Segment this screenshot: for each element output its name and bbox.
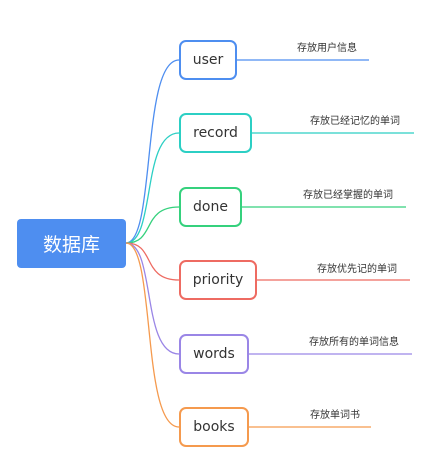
note-done: 存放已经掌握的单词 bbox=[303, 190, 393, 201]
node-priority[interactable]: priority bbox=[179, 260, 257, 300]
node-label: done bbox=[193, 199, 228, 215]
connector-priority bbox=[125, 242, 180, 281]
connector-user bbox=[125, 59, 180, 244]
node-user[interactable]: user bbox=[179, 40, 237, 80]
connector-books bbox=[125, 242, 180, 428]
node-words[interactable]: words bbox=[179, 334, 249, 374]
note-user: 存放用户信息 bbox=[297, 43, 357, 54]
note-record: 存放已经记忆的单词 bbox=[310, 116, 400, 127]
connector-words bbox=[125, 242, 180, 355]
node-label: record bbox=[193, 125, 238, 141]
note-books: 存放单词书 bbox=[310, 410, 360, 421]
connector-done bbox=[125, 206, 180, 244]
root-node[interactable]: 数据库 bbox=[17, 219, 126, 268]
node-record[interactable]: record bbox=[179, 113, 252, 153]
node-label: books bbox=[193, 419, 235, 435]
note-words: 存放所有的单词信息 bbox=[309, 337, 399, 348]
node-label: user bbox=[192, 52, 224, 68]
node-label: words bbox=[193, 346, 235, 362]
root-label: 数据库 bbox=[42, 234, 100, 256]
node-books[interactable]: books bbox=[179, 407, 249, 447]
connector-record bbox=[125, 132, 180, 244]
note-priority: 存放优先记的单词 bbox=[317, 264, 397, 275]
node-done[interactable]: done bbox=[179, 187, 242, 227]
node-label: priority bbox=[192, 272, 244, 288]
